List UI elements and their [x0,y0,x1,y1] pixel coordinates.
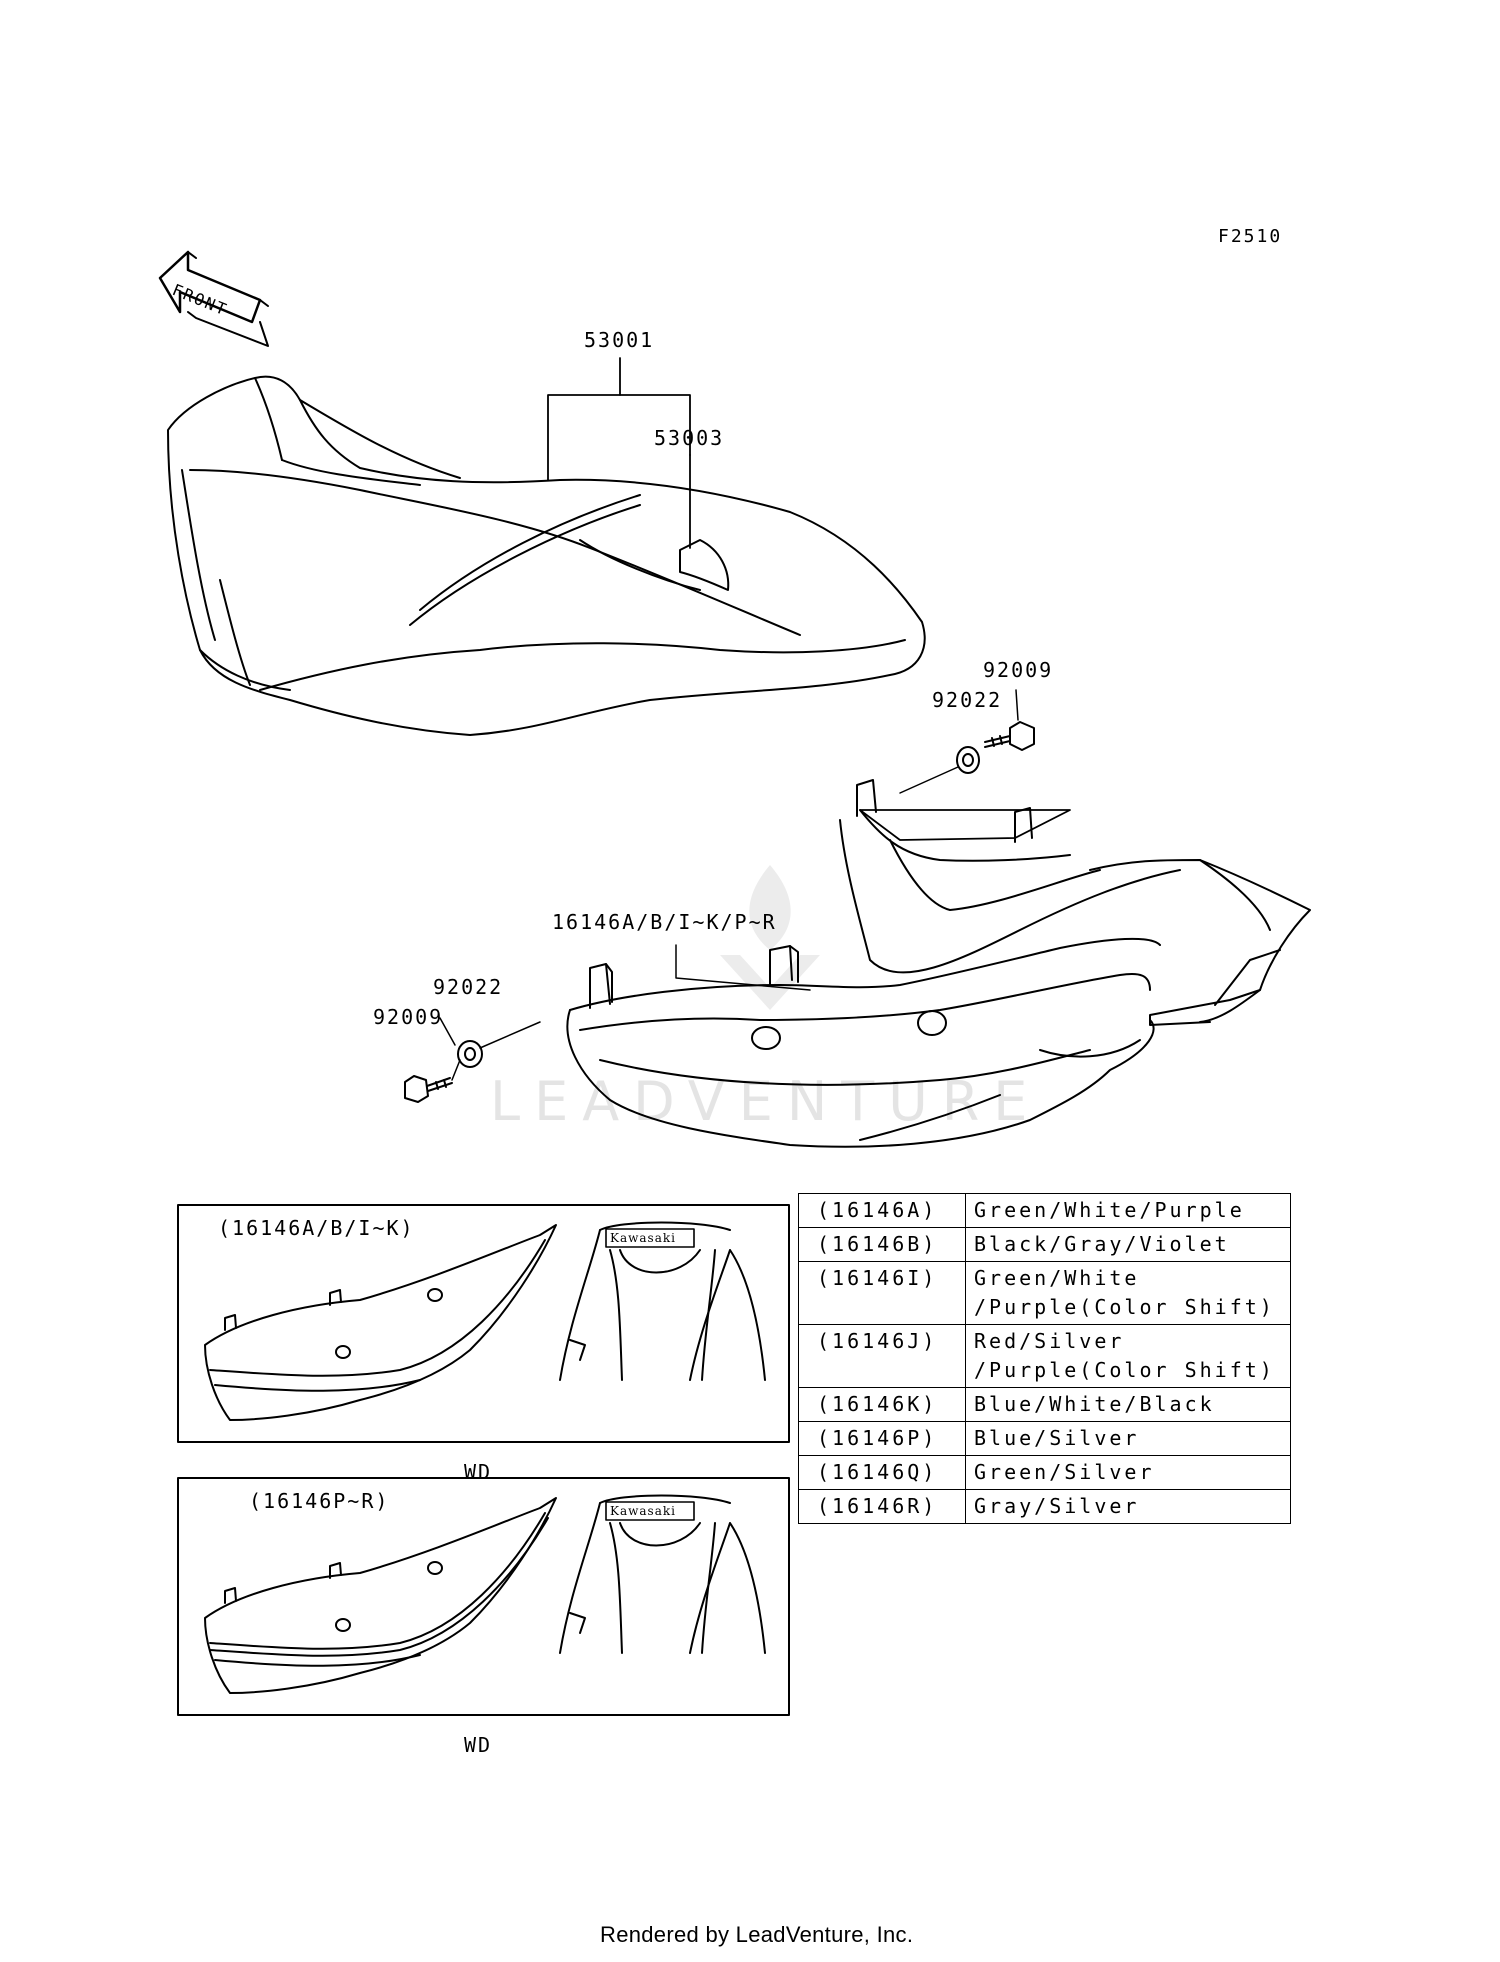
table-cell-color: Red/Silver /Purple(Color Shift) [965,1324,1291,1388]
callout-92022-left: 92022 [433,975,504,999]
table-cell-code: (16146J) [798,1324,966,1388]
inset2-cover-drawing [204,1497,557,1694]
callout-92009-right: 92009 [983,658,1054,682]
callout-53003: 53003 [654,426,725,450]
table-cell-code: (16146A) [798,1193,966,1228]
callout-16146: 16146A/B/I~K/P~R [552,910,777,934]
table-row: (16146A) Green/White/Purple [798,1193,1291,1228]
inset1-emblem: Kawasaki [610,1231,676,1245]
table-row: (16146J) Red/Silver /Purple(Color Shift) [798,1324,1291,1388]
table-cell-color: Blue/White/Black [965,1387,1291,1422]
inset1-cover-drawing [204,1224,557,1421]
table-row: (16146I) Green/White /Purple(Color Shift… [798,1261,1291,1325]
washer-92022-right [956,746,980,774]
table-row: (16146Q) Green/Silver [798,1455,1291,1490]
front-arrow-icon [158,250,269,347]
table-row: (16146K) Blue/White/Black [798,1387,1291,1422]
table-cell-code: (16146Q) [798,1455,966,1490]
table-cell-color: Blue/Silver [965,1421,1291,1456]
callout-92022-right: 92022 [932,688,1003,712]
watermark-logo [700,860,840,1014]
table-cell-code: (16146I) [798,1261,966,1325]
table-cell-color: Gray/Silver [965,1489,1291,1524]
callout-53001: 53001 [584,328,655,352]
inset1-tail-drawing [559,1221,766,1381]
table-cell-code: (16146B) [798,1227,966,1262]
inset2-emblem: Kawasaki [610,1504,676,1518]
color-variant-table: (16146A) Green/White/Purple (16146B) Bla… [798,1193,1291,1524]
table-cell-color: Green/Silver [965,1455,1291,1490]
side-cover-drawing [566,779,1311,1148]
inset2-caption: WD [464,1733,493,1757]
figure-code: F2510 [1218,226,1283,247]
inset1-caption: WD [464,1460,493,1484]
inset1-title: (16146A/B/I~K) [218,1216,415,1240]
bolt-92009-right [984,721,1035,751]
seat-drawing [167,375,926,736]
table-cell-color: Black/Gray/Violet [965,1227,1291,1262]
table-cell-code: (16146P) [798,1421,966,1456]
table-row: (16146R) Gray/Silver [798,1489,1291,1524]
inset2-tail-drawing [559,1494,766,1654]
table-cell-color: Green/White /Purple(Color Shift) [965,1261,1291,1325]
washer-92022-left [457,1040,483,1068]
inset2-title: (16146P~R) [249,1489,390,1513]
footer-credit: Rendered by LeadVenture, Inc. [600,1922,914,1947]
callout-92009-left: 92009 [373,1005,444,1029]
table-cell-code: (16146K) [798,1387,966,1422]
table-row: (16146B) Black/Gray/Violet [798,1227,1291,1262]
table-cell-color: Green/White/Purple [965,1193,1291,1228]
bolt-92009-left [404,1075,453,1103]
table-row: (16146P) Blue/Silver [798,1421,1291,1456]
table-cell-code: (16146R) [798,1489,966,1524]
